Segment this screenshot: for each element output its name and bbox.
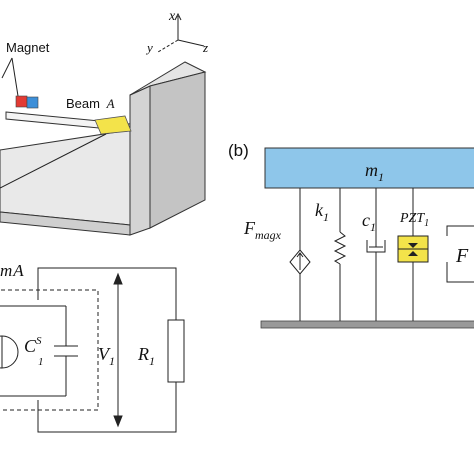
axis-z-label: z [202,40,208,55]
cut-off-symbol: F [455,245,469,267]
panel-b: (b) m1 Fmagx k1 [228,141,474,329]
source-label: mA [0,261,24,280]
source-partial: m [0,261,12,280]
piezo-dashed-box [0,289,99,411]
damper-subscript: 1 [370,220,376,234]
axis-y-label: y [145,40,153,55]
coordinate-axes [157,12,205,53]
source-letter: A [12,261,24,280]
base-top-face [0,129,131,226]
capacitance-superscript: S [36,335,42,347]
pzt-element [397,188,429,321]
beam-label-text: Beam [66,96,100,111]
spring-k1 [333,188,347,321]
wire-leader-line [0,133,107,189]
spring-subscript: 1 [323,210,329,224]
magnet-leader-line [1,57,13,79]
voltage-label: V1 [98,344,115,368]
spring-symbol: k [315,200,324,220]
mass-symbol: m [365,160,378,180]
magnet-blue [26,96,39,109]
beam-label-letter: A [106,96,115,111]
damper-symbol: c [362,210,370,230]
axis-x-label: x [168,9,176,24]
force-symbol: F [243,218,256,238]
pzt-subscript: 1 [424,218,429,229]
capacitance-symbol: C [24,336,37,356]
damper-c1 [366,188,386,321]
capacitance-subscript: 1 [38,356,44,368]
mass-subscript: 1 [378,170,384,184]
mass-label: m1 [365,160,384,184]
wall-front-face [129,85,151,236]
force-label: Fmagx [243,218,282,242]
magnet-label: Magnet [6,40,50,55]
force-source [289,188,311,321]
ground-plate [260,320,474,329]
panel-a: x y z Magnet Beam A [0,9,208,236]
panel-b-label: (b) [228,141,249,160]
magnet-leader-line-2 [11,57,19,97]
capacitor-c1 [38,305,78,397]
piezo-patch [94,115,132,135]
mass-block [264,147,474,189]
magnet-red [15,95,28,108]
pzt-label: PZT1 [399,211,429,229]
cut-off-element [446,225,474,283]
resistor-r1 [167,319,185,383]
resistor-symbol: R [137,344,149,364]
voltage-symbol: V [98,344,111,364]
circuit: mA CS 1 V1 R1 [0,261,185,433]
resistor-label: R1 [137,344,155,368]
piezo-internal [0,305,38,397]
circuit-wires [37,267,177,433]
capacitance-label: CS [24,335,42,356]
force-subscript: magx [255,228,282,242]
pzt-symbol: PZT [399,211,425,226]
beam-label: Beam A [66,96,115,111]
wall-side-face [149,71,206,229]
spring-label: k1 [315,200,329,224]
voltage-subscript: 1 [109,354,115,368]
damper-label: c1 [362,210,376,234]
resistor-subscript: 1 [149,354,155,368]
voltage-arrow [113,272,123,428]
